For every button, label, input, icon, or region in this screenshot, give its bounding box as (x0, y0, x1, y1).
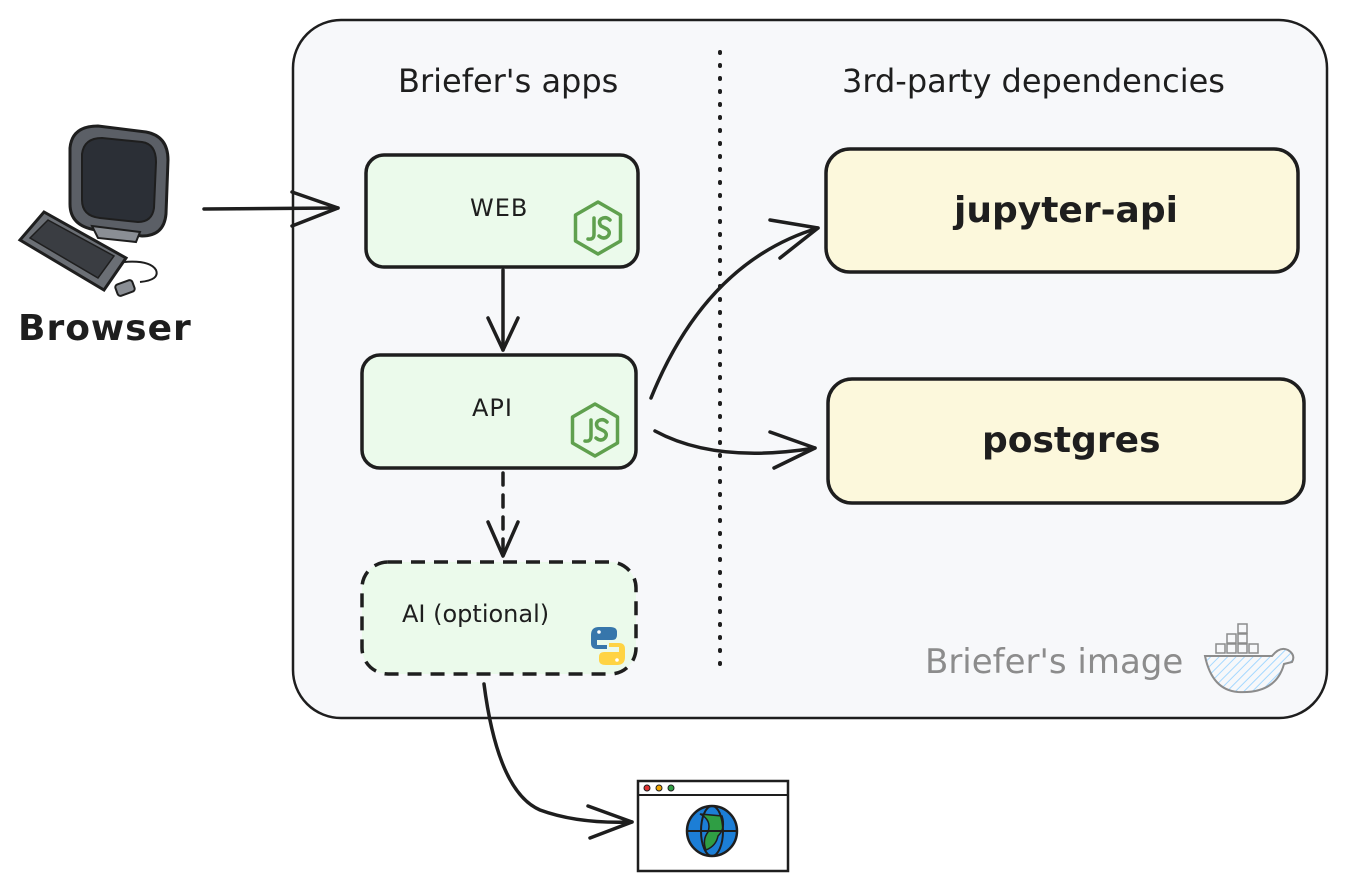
nodejs-icon (570, 402, 620, 458)
ai-app-label: AI (optional) (402, 600, 550, 628)
ai-app-box[interactable] (360, 560, 638, 676)
api-app-label: API (472, 394, 513, 422)
computer-icon (17, 124, 170, 297)
arrow-api-to-postgres (653, 429, 817, 470)
postgres-label: postgres (982, 420, 1161, 461)
web-browser-globe-icon (636, 779, 790, 873)
python-icon (591, 627, 625, 665)
jupyter-api-label: jupyter-api (954, 190, 1178, 231)
postgres-box[interactable] (826, 377, 1306, 505)
api-app-box[interactable] (360, 353, 638, 470)
arrow-api-to-jupyter (649, 218, 820, 400)
arrow-browser-to-web (202, 190, 340, 228)
nodejs-icon (573, 200, 623, 256)
jupyter-api-box[interactable] (824, 147, 1300, 274)
briefer-image-label: Briefer's image (925, 642, 1184, 682)
browser-label: Browser (18, 308, 192, 349)
apps-section-title: Briefer's apps (398, 62, 619, 100)
arrow-ai-to-internet (482, 682, 634, 840)
web-app-label: WEB (470, 194, 529, 222)
arrow-api-to-ai (486, 471, 520, 558)
arrow-web-to-api (486, 268, 520, 352)
dependencies-section-title: 3rd-party dependencies (842, 62, 1225, 100)
web-app-box[interactable] (364, 153, 640, 269)
docker-icon (1203, 623, 1295, 694)
